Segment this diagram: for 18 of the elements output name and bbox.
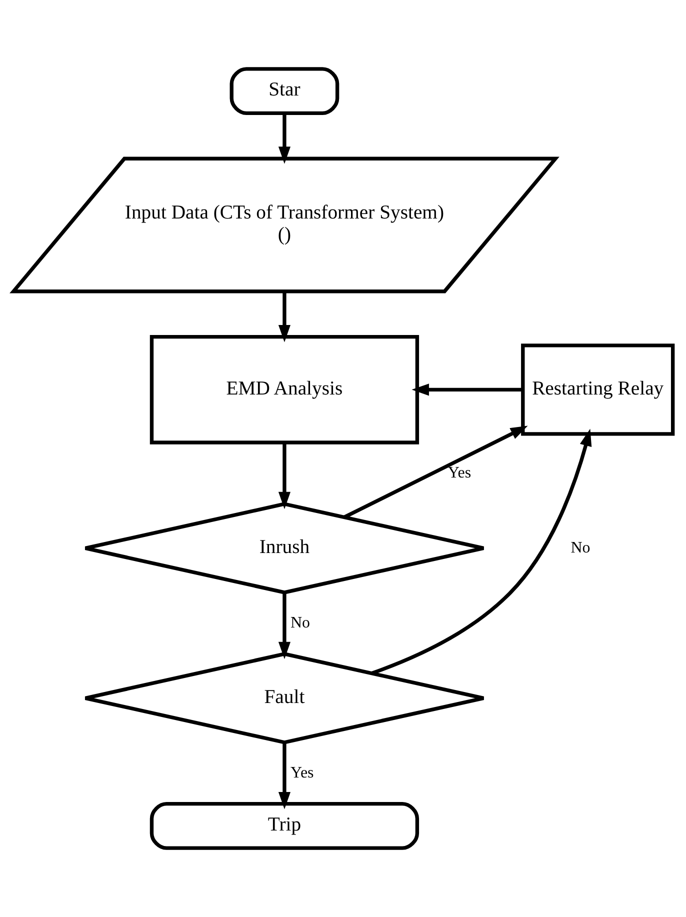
arrow <box>278 292 290 342</box>
node-box: Restarting Relay <box>521 344 675 436</box>
arrow <box>412 384 523 396</box>
arrow <box>278 742 290 810</box>
node-box: Star <box>230 67 340 115</box>
arrow <box>371 428 592 675</box>
edge-label: No <box>290 614 310 632</box>
edge-label: Yes <box>290 764 314 782</box>
edge-label: Yes <box>448 464 472 482</box>
arrow <box>278 442 290 510</box>
node-box: Trip <box>150 802 420 850</box>
node-diamond: Inrush <box>84 502 486 594</box>
edge-label: No <box>570 539 590 556</box>
node-box: EMD Analysis <box>150 334 420 444</box>
arrow <box>343 426 528 519</box>
node-diamond: Fault <box>84 652 486 744</box>
arrow <box>278 113 290 164</box>
arrow <box>278 592 290 660</box>
